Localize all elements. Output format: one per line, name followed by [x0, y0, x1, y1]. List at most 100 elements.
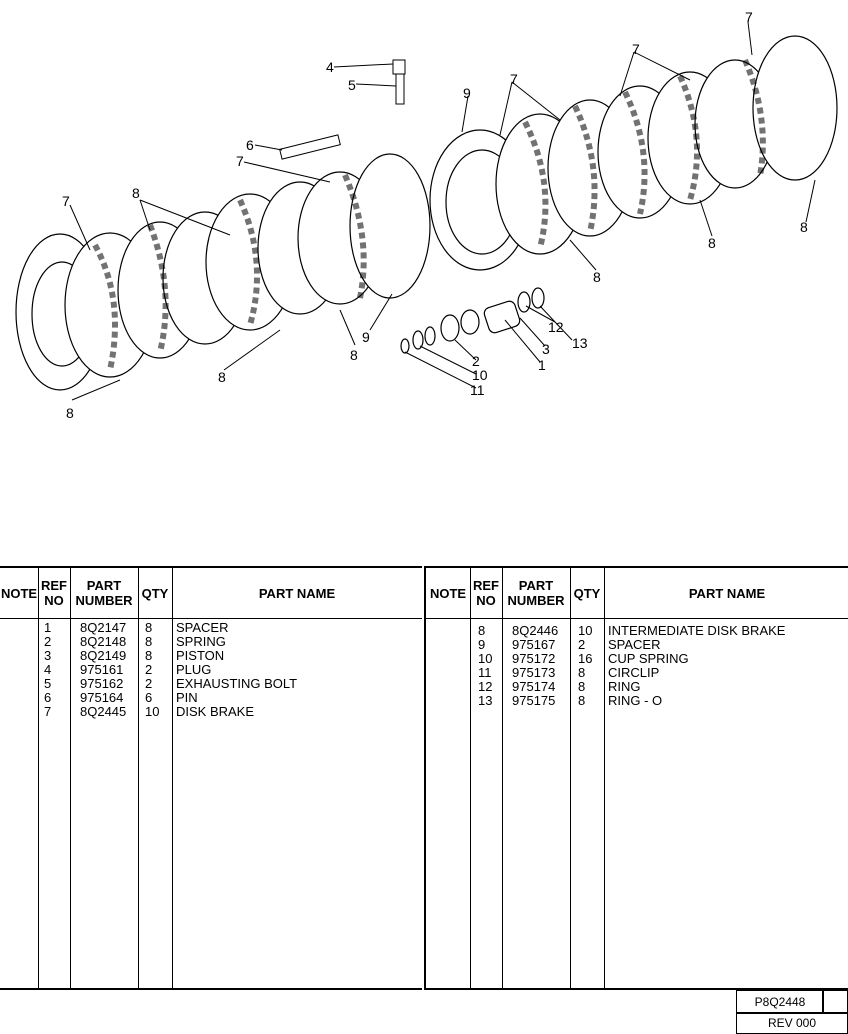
callout-7: 7: [510, 71, 518, 87]
part-number-cell: 8Q2147: [80, 620, 127, 635]
part-name-cell: RING - O: [608, 693, 663, 708]
callout-8: 8: [66, 405, 74, 421]
callout-1: 1: [538, 357, 546, 373]
callout-8: 8: [800, 219, 808, 235]
part-number-cell: 975174: [512, 679, 556, 694]
part-number-cell: 975167: [512, 637, 556, 652]
header-part-number: PART NUMBER: [75, 578, 133, 608]
qty-cell: 8: [145, 634, 153, 649]
table-row: 4 975161 2 PLUG: [0, 663, 422, 677]
exploded-view-diagram: 4 5 6 7 7 8 8 8 8 9 9 7 7 7 8 8 8 12 13 …: [15, 9, 838, 421]
table-row: 6 975164 6 PIN: [0, 691, 422, 705]
part-name-cell: INTERMEDIATE DISK BRAKE: [608, 623, 786, 638]
header-ref-no: REF NO: [473, 578, 499, 608]
qty-cell: 8: [578, 665, 586, 680]
spring-part: [440, 314, 460, 342]
ref-cell: 4: [44, 662, 52, 677]
part-name-cell: PISTON: [176, 648, 225, 663]
ref-cell: 13: [478, 693, 493, 708]
piston-part: [483, 300, 521, 334]
callout-8: 8: [708, 235, 716, 251]
table-row: 2 8Q2148 8 SPRING: [0, 635, 422, 649]
table-row: 7 8Q2445 10 DISK BRAKE: [0, 705, 422, 719]
ref-cell: 9: [478, 637, 486, 652]
table-row: 12 975174 8 RING: [426, 680, 848, 694]
ref-cell: 5: [44, 676, 52, 691]
callout-3: 3: [542, 341, 550, 357]
callout-7: 7: [632, 41, 640, 57]
part-number-cell: 975175: [512, 693, 556, 708]
part-name-cell: PLUG: [176, 662, 212, 677]
callout-7: 7: [745, 9, 753, 25]
ref-cell: 2: [44, 634, 52, 649]
parts-table-right: NOTE REF NO PART NUMBER QTY PART NAME 8 …: [424, 566, 848, 990]
qty-cell: 6: [145, 690, 153, 705]
qty-cell: 2: [145, 662, 153, 677]
callout-2: 2: [472, 353, 480, 369]
part-number-cell: 975161: [80, 662, 124, 677]
pin-part: [279, 134, 341, 160]
part-number-cell: 8Q2149: [80, 648, 127, 663]
qty-cell: 8: [578, 693, 586, 708]
part-name-cell: SPRING: [176, 634, 226, 649]
spacer-part: [460, 309, 480, 335]
table-row: 13 975175 8 RING - O: [426, 694, 848, 708]
qty-cell: 8: [145, 620, 153, 635]
callout-9: 9: [463, 85, 471, 101]
callout-6: 6: [246, 137, 254, 153]
callout-8: 8: [218, 369, 226, 385]
callout-9: 9: [362, 329, 370, 345]
cup-spring-part: [412, 330, 424, 350]
cup-spring-part: [424, 326, 436, 346]
part-name-cell: CUP SPRING: [608, 651, 689, 666]
ref-cell: 12: [478, 679, 493, 694]
o-ring-part: [531, 287, 545, 309]
part-name-cell: DISK BRAKE: [176, 704, 255, 719]
ref-cell: 1: [44, 620, 52, 635]
callout-8: 8: [593, 269, 601, 285]
header-qty: QTY: [573, 585, 601, 601]
qty-cell: 10: [578, 623, 593, 638]
qty-cell: 2: [145, 676, 153, 691]
header-note: NOTE: [429, 585, 467, 601]
callout-7: 7: [236, 153, 244, 169]
table-row: 10 975172 16 CUP SPRING: [426, 652, 848, 666]
callout-11: 11: [470, 382, 485, 398]
header-ref-no: REF NO: [41, 578, 67, 608]
part-name-cell: SPACER: [608, 637, 661, 652]
part-number-cell: 975164: [80, 690, 124, 705]
qty-cell: 10: [145, 704, 160, 719]
part-number-cell: 975162: [80, 676, 124, 691]
callout-10: 10: [472, 367, 488, 383]
qty-cell: 16: [578, 651, 593, 666]
bolt-part: [395, 73, 405, 105]
header-qty: QTY: [141, 585, 169, 601]
callout-4: 4: [326, 59, 334, 75]
ref-cell: 10: [478, 651, 493, 666]
table-row: 11 975173 8 CIRCLIP: [426, 666, 848, 680]
plate: [752, 35, 838, 181]
plug-part: [392, 59, 406, 75]
part-name-cell: SPACER: [176, 620, 229, 635]
part-number-cell: 975172: [512, 651, 556, 666]
part-name-cell: RING: [608, 679, 641, 694]
part-number-cell: 8Q2446: [512, 623, 559, 638]
part-name-cell: PIN: [176, 690, 198, 705]
qty-cell: 8: [578, 679, 586, 694]
revision-label: REV 000: [736, 1012, 848, 1034]
table-row: 5 975162 2 EXHAUSTING BOLT: [0, 677, 422, 691]
ref-cell: 11: [478, 665, 492, 680]
ref-cell: 8: [478, 623, 486, 638]
part-number-cell: 8Q2148: [80, 634, 127, 649]
parts-table-left: NOTE REF NO PART NUMBER QTY PART NAME 1 …: [0, 566, 422, 990]
callout-5: 5: [348, 77, 356, 93]
drawing-number: P8Q2448: [736, 990, 824, 1014]
part-name-cell: CIRCLIP: [608, 665, 660, 680]
ref-cell: 7: [44, 704, 52, 719]
ref-cell: 6: [44, 690, 52, 705]
table-row: 8 8Q2446 10 INTERMEDIATE DISK BRAKE: [426, 624, 848, 638]
qty-cell: 8: [145, 648, 153, 663]
callout-7: 7: [62, 193, 70, 209]
header-part-name: PART NAME: [258, 585, 336, 601]
header-note: NOTE: [0, 585, 38, 601]
